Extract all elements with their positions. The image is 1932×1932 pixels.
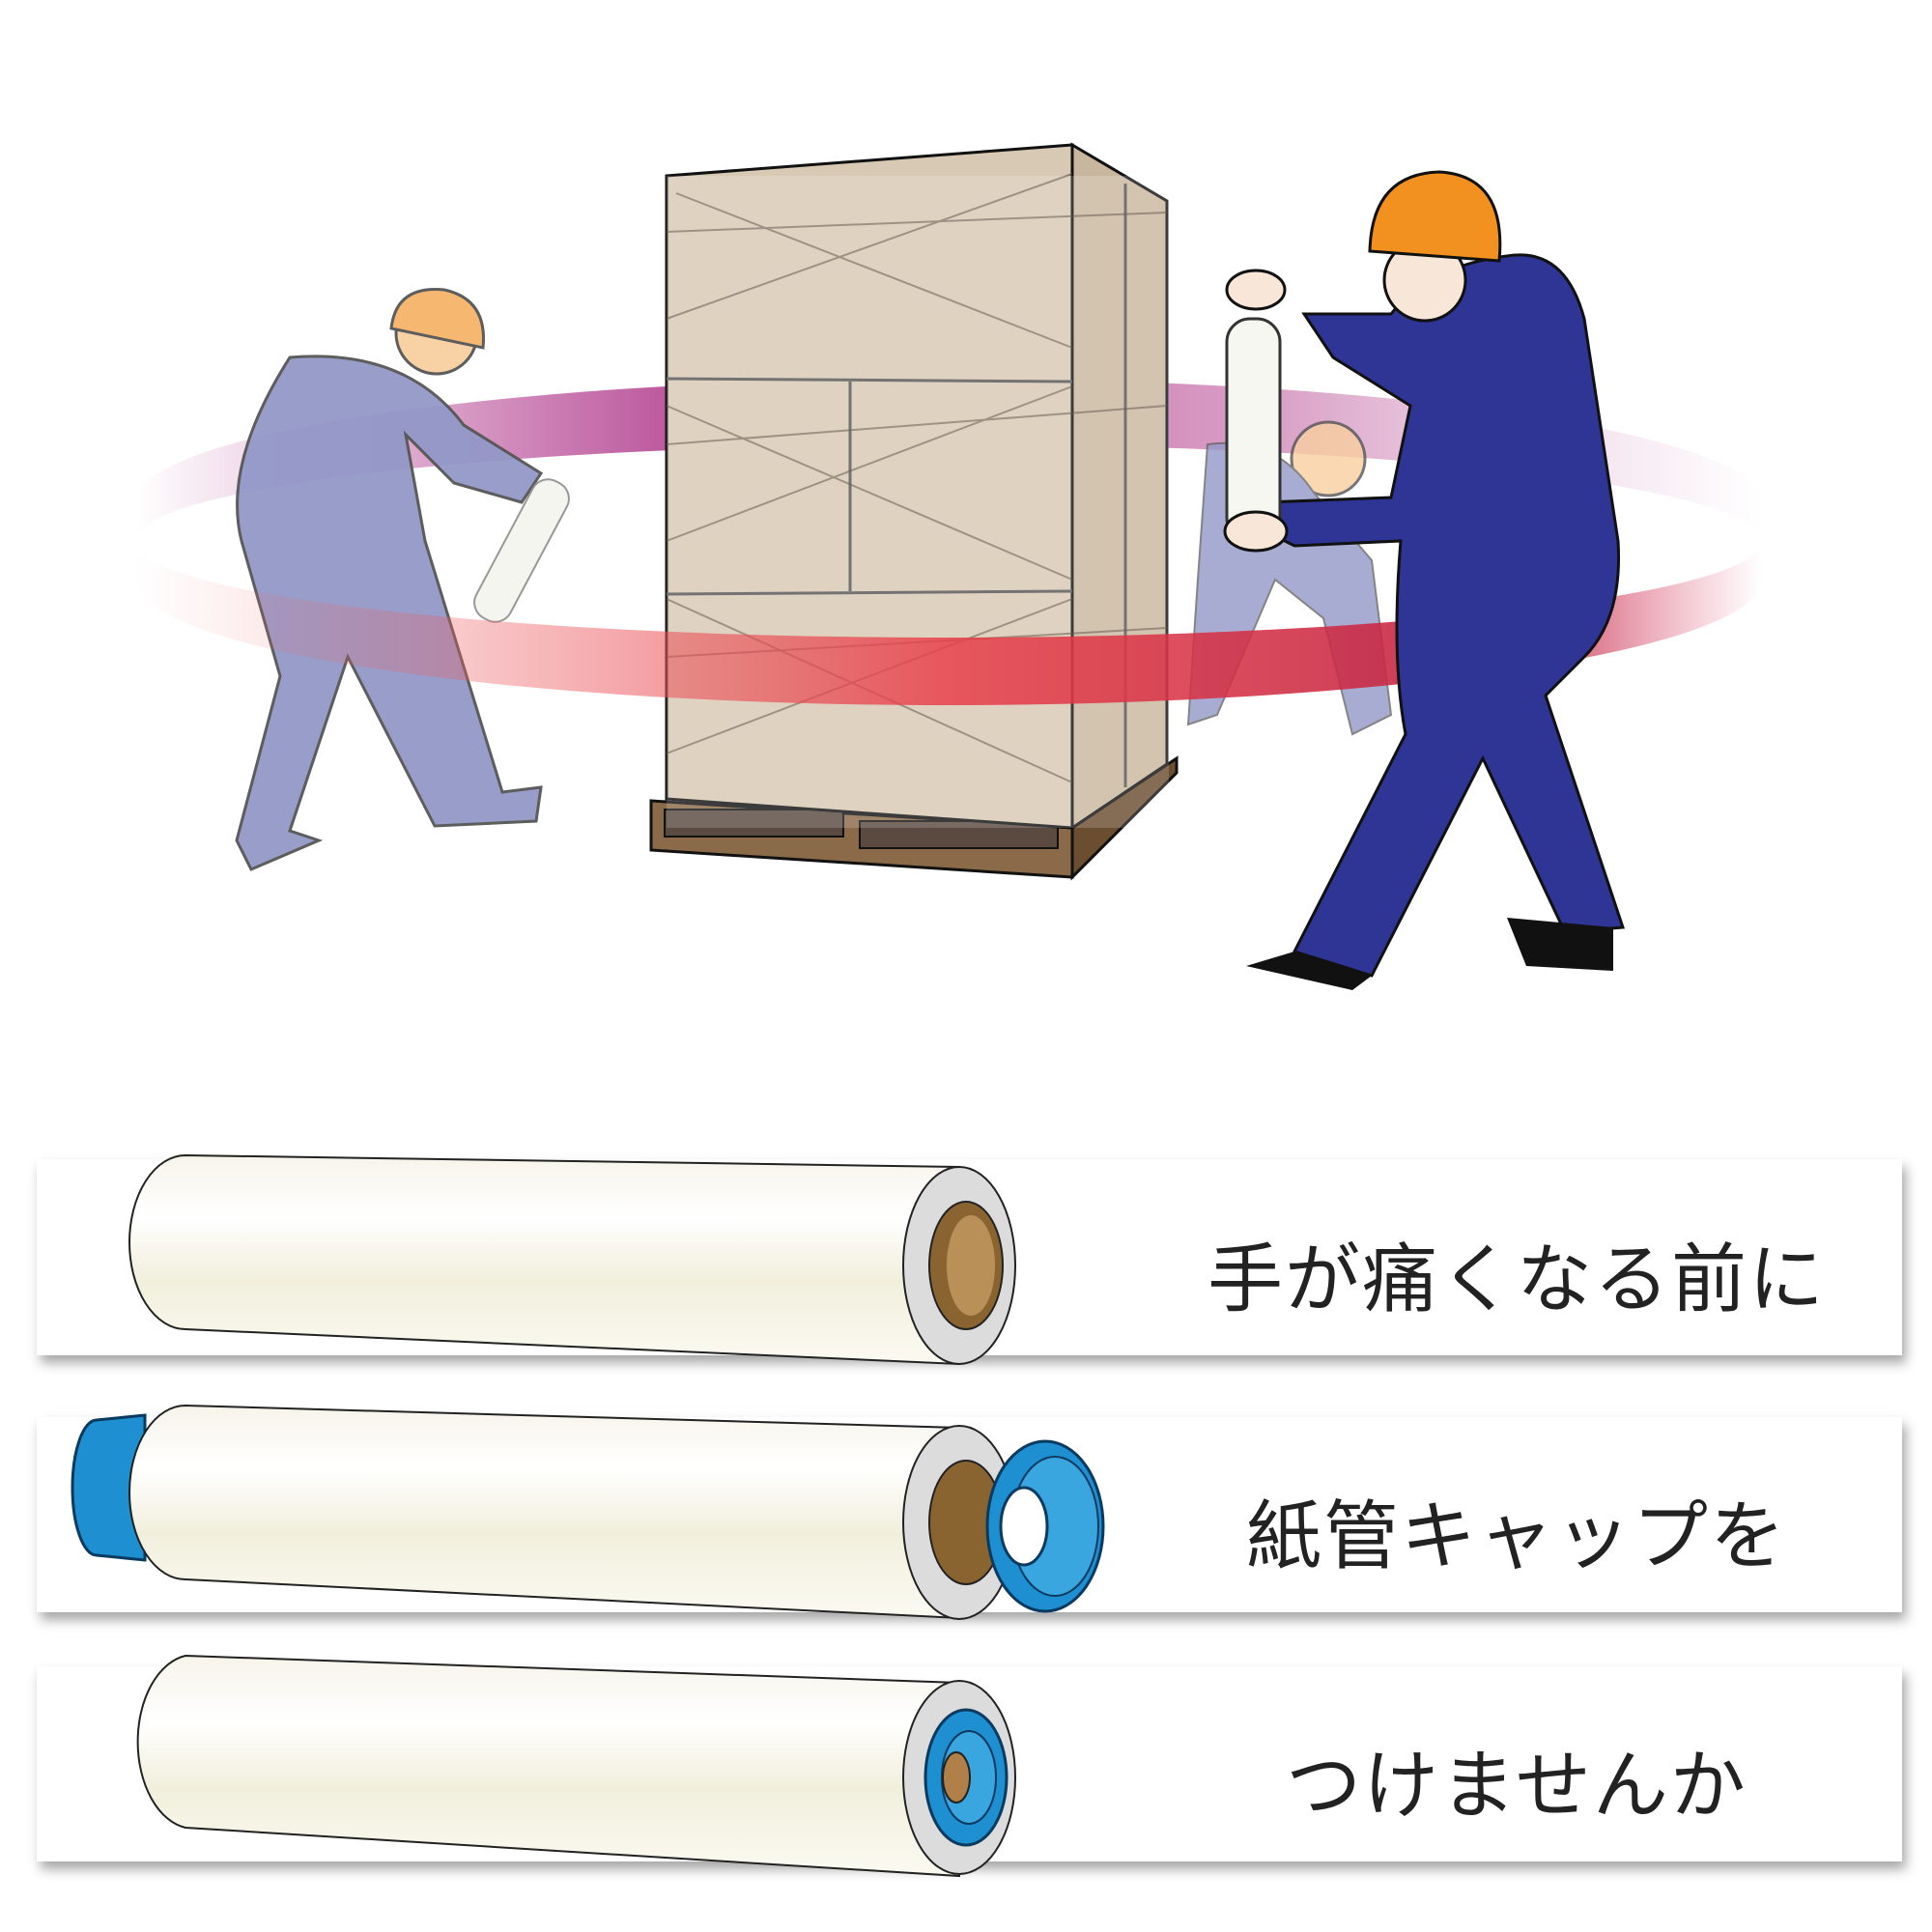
ring-front <box>135 541 1762 705</box>
caption-line-3: つけませんか <box>1286 1743 1747 1830</box>
film-roll-bare <box>128 1153 1016 1366</box>
film-roll-handheld <box>473 478 570 623</box>
helmet-icon <box>1368 170 1502 263</box>
film-roll-handheld <box>1225 317 1282 543</box>
box-stack <box>665 142 1169 831</box>
helmet-icon <box>389 288 485 350</box>
ring-back <box>135 379 1762 541</box>
caption-line-2: 紙管キャップを <box>1245 1493 1787 1580</box>
worker-left <box>235 288 570 871</box>
worker-right <box>1223 170 1626 990</box>
film-roll-with-caps <box>71 1404 1105 1620</box>
cap-right-icon <box>985 1439 1105 1613</box>
cap-left-icon <box>71 1413 147 1562</box>
film-roll-capped <box>136 1654 1016 1878</box>
caption-line-1: 手が痛くなる前に <box>1207 1236 1826 1323</box>
